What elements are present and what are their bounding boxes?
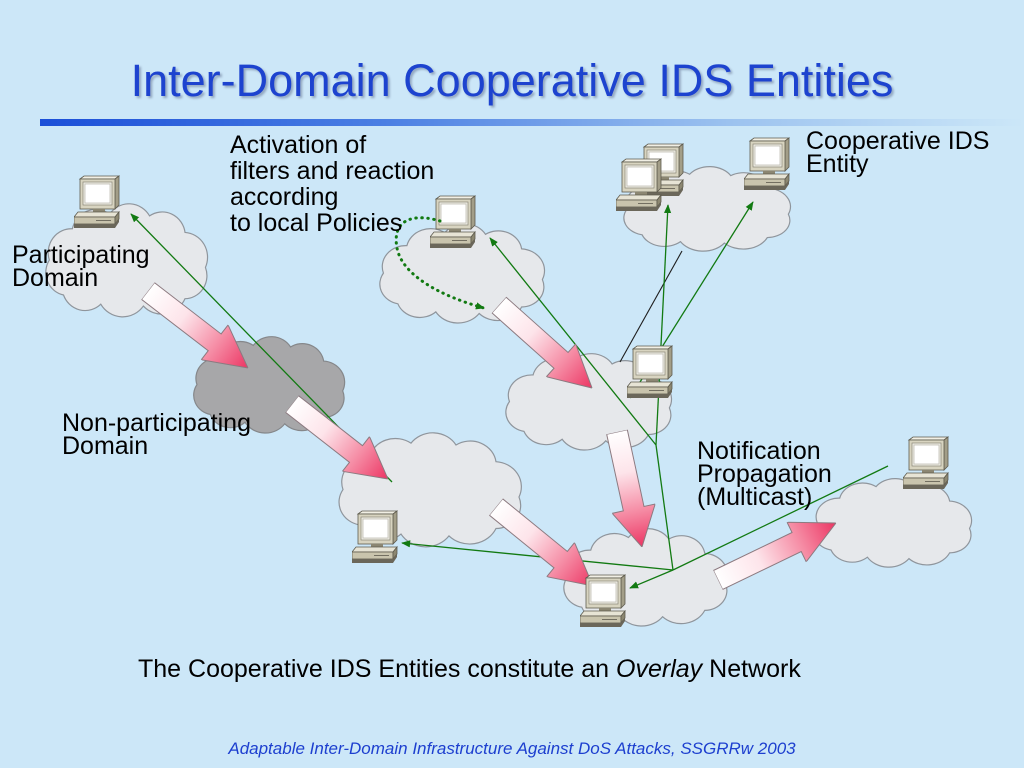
- domain-clouds: [45, 166, 973, 627]
- participating-domain-label: Participating Domain: [12, 241, 150, 292]
- activation-label: Activation of filters and reaction accor…: [230, 132, 434, 236]
- notification-propagation-label: Notification Propagation (Multicast): [697, 437, 832, 511]
- inter-domain-link-line: [619, 250, 683, 363]
- slide-title: Inter-Domain Cooperative IDS Entities: [130, 55, 894, 106]
- ids-entity-far-right-computer-icon: [744, 137, 790, 191]
- activation-label-line: to local Policies: [230, 209, 403, 237]
- ids-entity-upper-middle-computer-icon: [430, 195, 476, 249]
- title-underline-bar: [40, 119, 1024, 126]
- activation-label-line: filters and reaction: [230, 157, 435, 185]
- overlay-caption: The Cooperative IDS Entities constitute …: [138, 655, 801, 683]
- notify-line-center-entity: [401, 540, 674, 571]
- ids-entity-middle-right-computer-icon: [627, 345, 673, 399]
- slide-footer: Adaptable Inter-Domain Infrastructure Ag…: [228, 739, 796, 758]
- notify-line-bottom-entity: [629, 569, 674, 589]
- ids-entity-right-computer-icon: [903, 436, 949, 490]
- cooperative-label-line: Cooperative IDS: [806, 127, 990, 155]
- notify-line-trunk: [655, 444, 674, 571]
- non-participating-label-line: Domain: [62, 432, 149, 460]
- notify-line-upper-right-entities: [655, 204, 672, 446]
- ids-entity-upper-right-front-computer-icon: [616, 158, 662, 212]
- caption-text-end: Network: [709, 655, 801, 683]
- non-participating-label-line: Non-participating: [62, 409, 251, 437]
- cooperative-ids-entity-label: Cooperative IDS Entity: [806, 127, 990, 178]
- participating-label-line: Participating: [12, 241, 150, 269]
- notification-label-line: (Multicast): [697, 483, 813, 511]
- notify-line-upper-middle-entity: [489, 237, 657, 446]
- caption-text: The Cooperative IDS Entities constitute …: [138, 655, 610, 683]
- ids-entity-bottom-computer-icon: [580, 574, 626, 628]
- activation-label-line: according: [230, 183, 339, 211]
- notify-line-right-entity: [672, 465, 889, 571]
- notification-label-line: Notification: [697, 437, 821, 465]
- ids-entity-center-computer-icon: [352, 510, 398, 564]
- notification-label-line: Propagation: [697, 460, 832, 488]
- local-policy-reaction-arrow: [394, 216, 486, 310]
- non-participating-domain-label: Non-participating Domain: [62, 409, 251, 460]
- cooperative-label-line: Entity: [806, 150, 869, 178]
- caption-emphasis: Overlay: [616, 655, 703, 683]
- right-domain-cloud: [813, 478, 973, 568]
- multicast-notification-lines: [130, 201, 889, 589]
- activation-label-line: Activation of: [230, 131, 367, 159]
- participating-label-line: Domain: [12, 264, 99, 292]
- ids-entity-top-left-computer-icon: [74, 175, 120, 229]
